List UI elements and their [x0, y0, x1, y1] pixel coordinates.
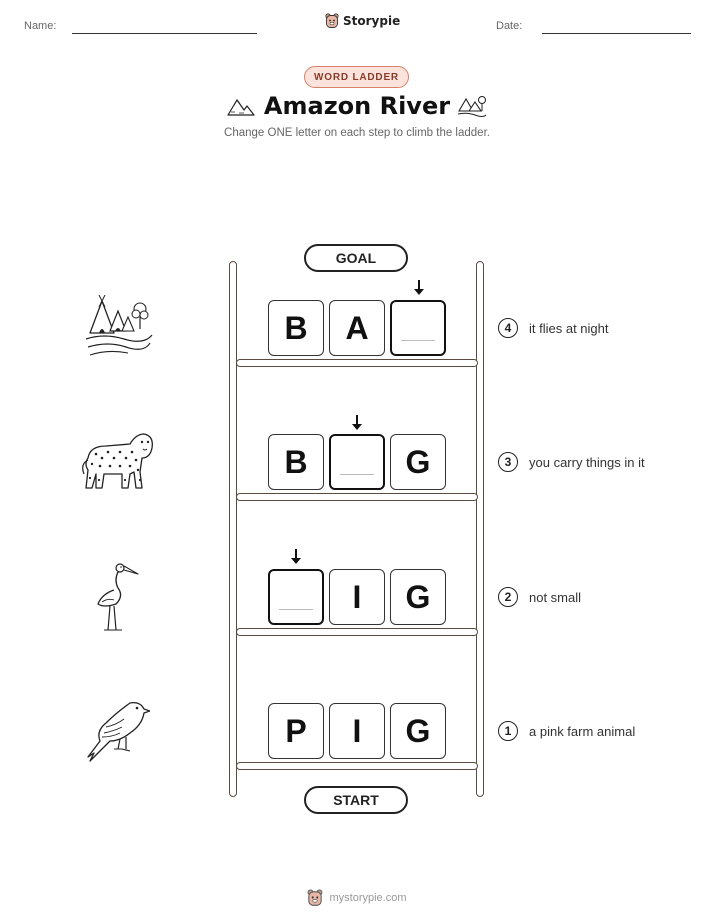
arrow-down-icon	[414, 280, 424, 295]
brand-name: Storypie	[343, 14, 401, 28]
footer: mystorypie.com	[0, 889, 714, 907]
bear-logo-icon	[308, 889, 323, 906]
letter-tile: G	[390, 434, 446, 490]
ladder-left-rail	[229, 261, 237, 797]
arrow-down-icon	[352, 415, 362, 430]
arrow-down-icon	[291, 549, 301, 564]
bear-logo-icon	[325, 13, 339, 28]
letter-tile: B	[268, 434, 324, 490]
step-number: 4	[498, 318, 518, 338]
ladder-rung	[236, 628, 478, 636]
letter-tile: A	[329, 300, 385, 356]
date-label: Date:	[496, 20, 523, 32]
blank-letter-tile[interactable]	[390, 300, 446, 356]
step-clue: not small	[529, 590, 582, 605]
page-title: Amazon River	[263, 92, 451, 120]
step-number: 3	[498, 452, 518, 472]
word-ladder-badge: WORD LADDER	[304, 66, 409, 88]
jaguar-icon	[82, 433, 153, 489]
step-number: 1	[498, 721, 518, 741]
village-icon	[85, 295, 153, 356]
footer-website[interactable]: mystorypie.com	[329, 892, 407, 904]
bird-icon	[87, 701, 150, 762]
step-number: 2	[498, 587, 518, 607]
step-clue: you carry things in it	[529, 455, 645, 470]
step-clue: it flies at night	[529, 321, 609, 336]
letter-tile: G	[390, 569, 446, 625]
ladder-right-rail	[476, 261, 484, 797]
goal-label: GOAL	[304, 244, 408, 272]
blank-letter-tile[interactable]	[329, 434, 385, 490]
heron-icon	[97, 563, 139, 631]
name-label: Name:	[24, 20, 57, 32]
tents-right-icon	[457, 96, 487, 117]
ladder-rung	[236, 359, 478, 367]
letter-tile: B	[268, 300, 324, 356]
start-label: START	[304, 786, 408, 814]
letter-tile: I	[329, 569, 385, 625]
date-line[interactable]	[542, 33, 691, 34]
step-clue: a pink farm animal	[529, 724, 636, 739]
ladder-rung	[236, 493, 478, 501]
name-line[interactable]	[72, 33, 257, 34]
mountain-left-icon	[227, 99, 255, 116]
letter-tile: P	[268, 703, 324, 759]
brand-logo: Storypie	[325, 13, 400, 29]
letter-tile: G	[390, 703, 446, 759]
blank-letter-tile[interactable]	[268, 569, 324, 625]
ladder-rung	[236, 762, 478, 770]
letter-tile: I	[329, 703, 385, 759]
page-subtitle: Change ONE letter on each step to climb …	[224, 127, 490, 139]
